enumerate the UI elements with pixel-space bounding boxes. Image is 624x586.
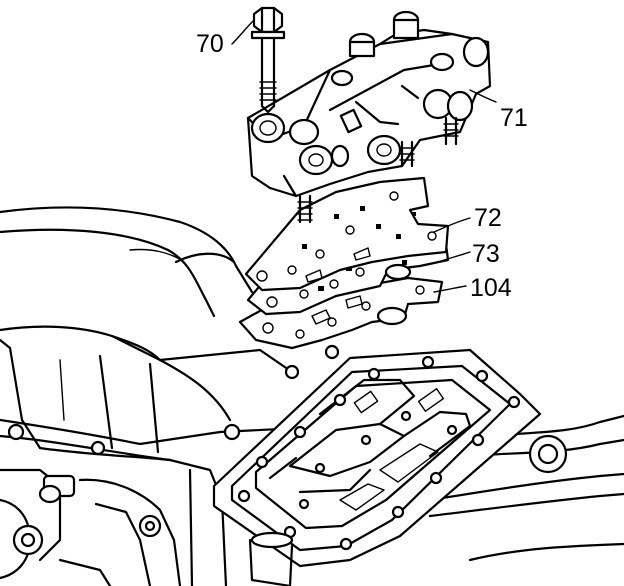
callout-71: 71 bbox=[500, 104, 528, 132]
callout-104: 104 bbox=[470, 274, 512, 302]
upper-valve-body-71 bbox=[246, 10, 492, 224]
callout-73: 73 bbox=[472, 240, 500, 268]
callout-leaders bbox=[231, 19, 497, 293]
support-bracket bbox=[428, 414, 624, 562]
valve-body-casting bbox=[212, 348, 542, 586]
transmission-case bbox=[0, 206, 340, 586]
gasket-104 bbox=[238, 276, 444, 350]
case-lower-housing bbox=[0, 468, 182, 586]
gasket-72 bbox=[244, 176, 450, 292]
callout-72: 72 bbox=[474, 204, 502, 232]
bolt-70 bbox=[250, 6, 286, 114]
callout-70: 70 bbox=[196, 30, 224, 58]
